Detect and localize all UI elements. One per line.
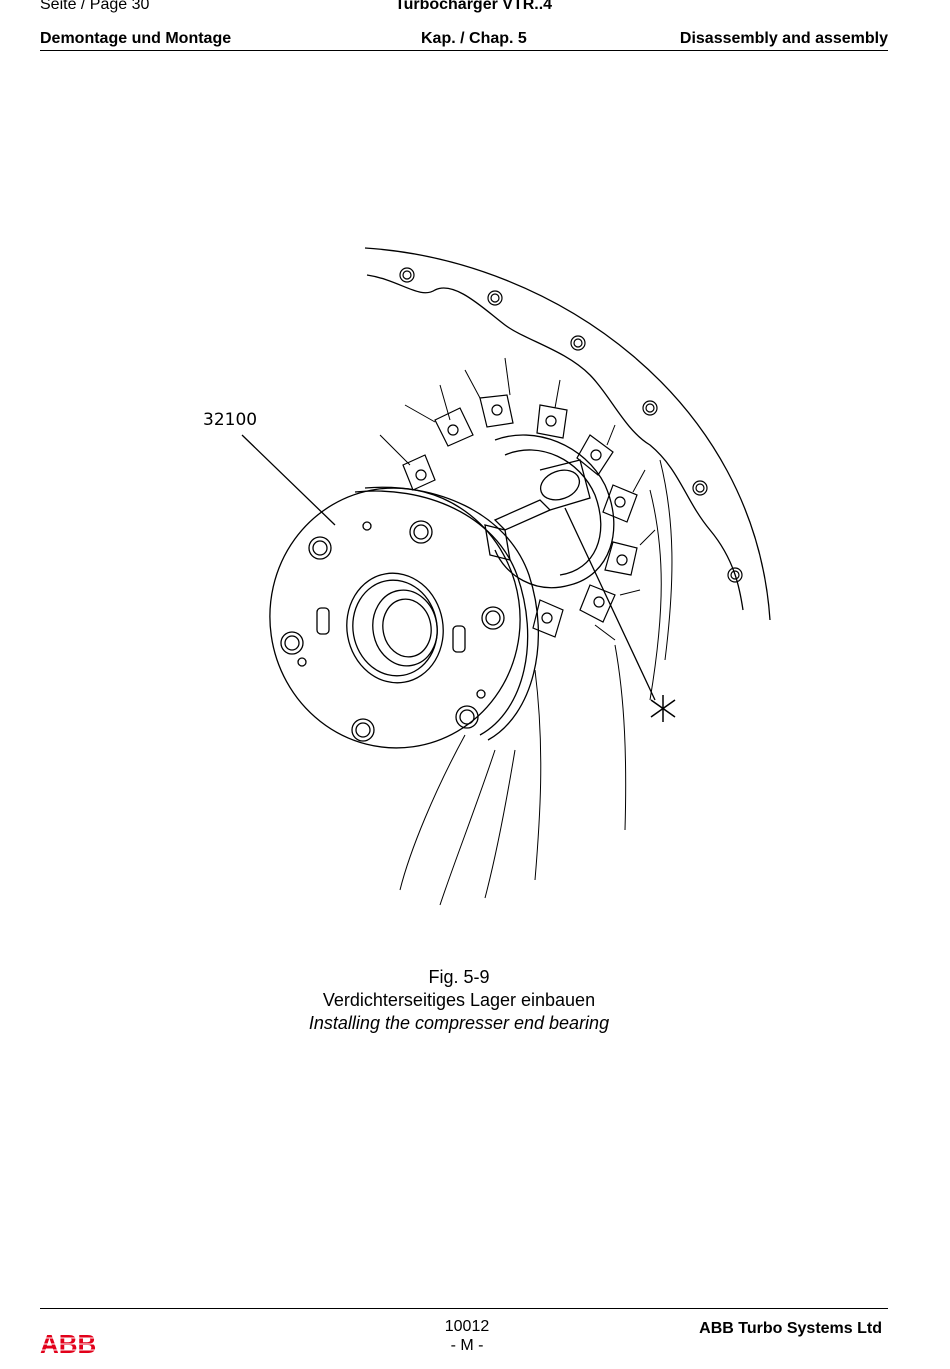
leader-line-asterisk [564, 507, 656, 701]
casing-bolt-holes [399, 267, 743, 583]
bearing-flange [269, 486, 539, 749]
asterisk-marker [650, 695, 676, 722]
page-number: Seite / Page 30 [40, 0, 150, 13]
bearing-installation-drawing: 32100 [203, 247, 771, 906]
footer-rule [40, 1308, 888, 1309]
figure-caption-de: Verdichterseitiges Lager einbauen [322, 990, 596, 1010]
document-number: 10012 [444, 1318, 490, 1335]
leader-line-32100 [241, 434, 336, 526]
abb-logo: ABB [40, 1330, 100, 1356]
revision-label: - M - [450, 1337, 484, 1354]
section-title-en: Disassembly and assembly [679, 30, 888, 47]
header-rule [40, 50, 888, 51]
part-number-label: 32100 [203, 410, 257, 430]
figure-number: Fig. 5-9 [428, 967, 490, 987]
bearing-bore [346, 572, 444, 684]
figure-caption-en: Installing the compresser end bearing [308, 1013, 610, 1033]
product-title: Turbocharger VTR..4 [395, 0, 553, 13]
lower-lines [399, 669, 542, 906]
company-name: ABB Turbo Systems Ltd [699, 1320, 882, 1337]
section-title-de: Demontage und Montage [40, 30, 232, 47]
rotor-hub [494, 434, 615, 589]
nozzle-ring [402, 394, 638, 638]
blade-lines [379, 357, 673, 831]
abb-logo-text: ABB [40, 1330, 96, 1356]
chapter-label: Kap. / Chap. 5 [421, 30, 527, 47]
